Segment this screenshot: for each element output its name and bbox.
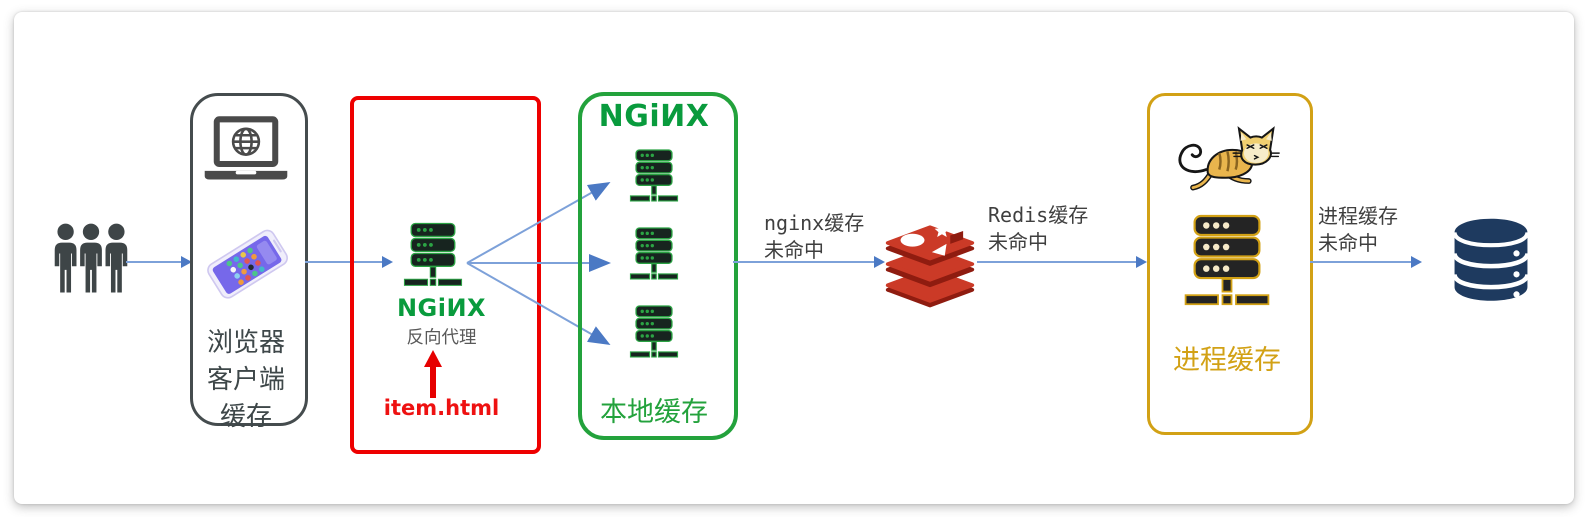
users-icon [54,223,128,293]
redis-miss-line2: 未命中 [988,230,1048,254]
arrow-localcache-to-redis [733,255,885,268]
client-cache-label-line2: 客户端 [206,365,285,395]
process-miss-line2: 未命中 [1318,231,1378,255]
process-miss-label: 进程缓存 未命中 [1318,203,1398,257]
smartphone-icon [207,229,288,299]
nginx-server-icon [629,305,679,358]
process-miss-line1: 进程缓存 [1318,204,1398,228]
local-cache-box [578,92,738,440]
client-cache-box [190,93,308,426]
tomcat-logo-icon [1178,126,1280,191]
nginx-server-icon [403,222,463,286]
client-cache-label: 浏览器 客户端 缓存 [190,325,302,436]
nginx-miss-label: nginx缓存 未命中 [764,210,864,264]
nginx-server-icon [629,149,679,202]
item-html-annotation: item.html [383,396,500,420]
proxy-nginx-logo: NGiИX [396,294,487,322]
redis-miss-label: Redis缓存 未命中 [988,202,1088,256]
redis-miss-line1: Redis缓存 [988,203,1089,227]
nginx-miss-line2: 未命中 [764,238,824,262]
fan-arrows-proxy-to-servers [466,182,611,345]
local-cache-nginx-logo: NGiИX [598,99,710,134]
process-cache-label: 进程缓存 [1173,345,1281,376]
database-icon [1452,218,1530,301]
laptop-globe-icon [204,116,288,180]
nginx-miss-line1: nginx缓存 [764,211,865,235]
arrow-redis-to-tomcat [977,255,1147,268]
arrow-users-to-client [126,255,192,268]
reverse-proxy-box [350,96,541,454]
nginx-server-icon [629,227,679,280]
local-cache-label: 本地缓存 [600,397,708,428]
client-cache-label-line1: 浏览器 [206,328,285,358]
server-icon [1184,214,1270,306]
redis-logo-icon [885,223,975,308]
process-cache-box [1147,93,1313,435]
arrow-tomcat-to-database [1310,255,1422,268]
red-up-arrow-icon [424,350,442,398]
arrow-client-to-proxy [305,255,393,268]
client-cache-label-line3: 缓存 [219,402,272,432]
reverse-proxy-label: 反向代理 [406,328,477,348]
